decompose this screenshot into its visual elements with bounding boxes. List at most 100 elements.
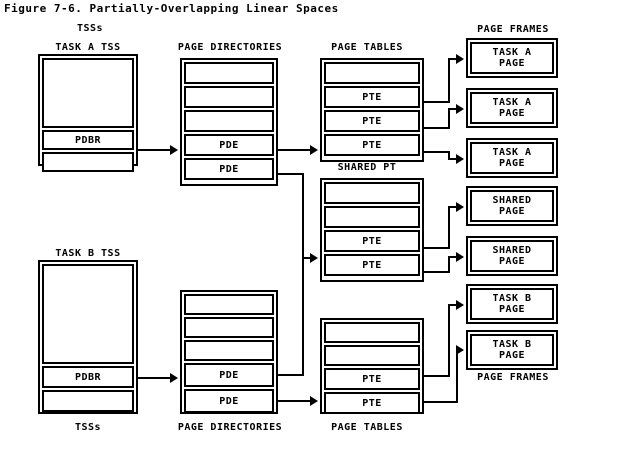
connector-pt-a-pte1-h2 (448, 108, 460, 110)
connector-trunk-to-shared-pt (302, 257, 312, 259)
page-frame-6-line2: PAGE (498, 350, 526, 361)
pd-b-pde-1[interactable]: PDE (184, 389, 274, 413)
task-b-tss-box: PDBR (38, 260, 138, 414)
task-a-tss-box: PDBR (38, 54, 138, 172)
connector-pt-b-pte1-h1 (424, 401, 458, 403)
connector-pt-a-pte2-h1 (424, 151, 450, 153)
connector-pt-a-pte2-v (448, 151, 450, 160)
label-page-tables-bottom: PAGE TABLES (331, 422, 403, 433)
arrowhead-pt-b-pte0 (456, 300, 464, 310)
connector-shared-pte1-h1 (424, 271, 450, 273)
connector-pt-b-pte0-h1 (424, 375, 450, 377)
label-tss-top: TSSs (76, 23, 104, 34)
label-page-frames-bottom: PAGE FRAMES (477, 372, 549, 383)
task-b-tss-pdbr[interactable]: PDBR (42, 366, 134, 388)
arrowhead-pt-a-pte1 (456, 104, 464, 114)
page-frame-5-line2: PAGE (498, 304, 526, 315)
arrowhead-pt-b-pte1 (456, 345, 464, 355)
page-frame-6-line1: TASK B (492, 338, 532, 350)
label-page-tables-top: PAGE TABLES (331, 42, 403, 53)
connector-pdbr-a-to-pd-a (138, 149, 172, 151)
page-frame-2-line1: TASK A (492, 146, 532, 158)
arrowhead-pt-a-pte2 (456, 154, 464, 164)
shared-pt-cell-0[interactable] (324, 182, 420, 204)
label-shared-pt: SHARED PT (337, 162, 397, 173)
task-a-tss-pdbr[interactable]: PDBR (42, 130, 134, 150)
label-task-b-tss: TASK B TSS (55, 248, 121, 259)
arrowhead-shared-pte0 (456, 202, 464, 212)
shared-pt-pte-0[interactable]: PTE (324, 230, 420, 252)
pd-a-pde-0[interactable]: PDE (184, 134, 274, 156)
page-frame-6[interactable]: TASK B PAGE (466, 330, 558, 370)
page-table-a-box: PTE PTE PTE (320, 58, 424, 162)
page-frame-1[interactable]: TASK A PAGE (466, 88, 558, 128)
page-frame-2[interactable]: TASK A PAGE (466, 138, 558, 178)
page-directory-b-box: PDE PDE (180, 290, 278, 414)
page-frame-2-line2: PAGE (498, 158, 526, 169)
connector-pd-b-pde1-to-pt-b (278, 400, 312, 402)
arrowhead-pd-a-pde0-to-pt-a (310, 145, 318, 155)
connector-pt-a-pte0-v (448, 58, 450, 103)
pt-b-pte-1[interactable]: PTE (324, 392, 420, 414)
connector-pd-a-pde1-to-trunk (278, 173, 304, 175)
connector-shared-pte1-h2 (448, 256, 460, 258)
connector-shared-pte1-v (448, 256, 450, 273)
pd-b-cell-1[interactable] (184, 317, 274, 338)
label-task-a-tss: TASK A TSS (55, 42, 121, 53)
page-frame-4[interactable]: SHARED PAGE (466, 236, 558, 276)
pt-a-pte-2[interactable]: PTE (324, 134, 420, 156)
task-b-tss-cell-0[interactable] (42, 264, 134, 364)
connector-pt-a-pte0-h2 (448, 58, 460, 60)
page-table-b-box: PTE PTE (320, 318, 424, 414)
pd-b-cell-0[interactable] (184, 294, 274, 315)
pd-a-cell-0[interactable] (184, 62, 274, 84)
pd-a-cell-1[interactable] (184, 86, 274, 108)
pd-a-cell-2[interactable] (184, 110, 274, 132)
page-frame-0[interactable]: TASK A PAGE (466, 38, 558, 78)
arrowhead-pdbr-a-to-pd-a (170, 145, 178, 155)
arrowhead-pt-a-pte0 (456, 54, 464, 64)
page-frame-5[interactable]: TASK B PAGE (466, 284, 558, 324)
pd-b-cell-2[interactable] (184, 340, 274, 361)
arrowhead-pd-b-pde1-to-pt-b (310, 396, 318, 406)
label-page-directories-top: PAGE DIRECTORIES (177, 42, 283, 53)
pt-b-cell-1[interactable] (324, 345, 420, 366)
connector-shared-pte0-v (448, 206, 450, 249)
page-directory-a-box: PDE PDE (180, 58, 278, 186)
arrowhead-trunk-to-shared-pt (310, 253, 318, 263)
task-a-tss-cell-0[interactable] (42, 58, 134, 128)
task-a-tss-cell-2[interactable] (42, 152, 134, 172)
connector-pt-a-pte0-h1 (424, 101, 450, 103)
pd-a-pde-1[interactable]: PDE (184, 158, 274, 180)
page-frame-3[interactable]: SHARED PAGE (466, 186, 558, 226)
connector-pt-a-pte2-h2 (448, 158, 460, 160)
page-frame-4-line2: PAGE (498, 256, 526, 267)
connector-pdbr-b-to-pd-b (138, 377, 172, 379)
arrowhead-pdbr-b-to-pd-b (170, 373, 178, 383)
figure-title: Figure 7-6. Partially-Overlapping Linear… (4, 2, 339, 15)
connector-shared-pte0-h2 (448, 206, 460, 208)
page-frame-5-line1: TASK B (492, 292, 532, 304)
label-tss-bottom: TSSs (74, 422, 102, 433)
page-frame-0-line1: TASK A (492, 46, 532, 58)
page-frame-3-line1: SHARED (492, 194, 532, 206)
pt-a-pte-0[interactable]: PTE (324, 86, 420, 108)
arrowhead-shared-pte1 (456, 252, 464, 262)
pt-b-cell-0[interactable] (324, 322, 420, 343)
shared-page-table-box: PTE PTE (320, 178, 424, 282)
shared-pt-pte-1[interactable]: PTE (324, 254, 420, 276)
task-b-tss-cell-2[interactable] (42, 390, 134, 412)
connector-pt-b-pte1-v (456, 350, 458, 403)
connector-pd-b-pde0-to-trunk (278, 374, 304, 376)
connector-shared-trunk-vertical (302, 173, 304, 374)
pt-a-pte-1[interactable]: PTE (324, 110, 420, 132)
pt-a-cell-0[interactable] (324, 62, 420, 84)
shared-pt-cell-1[interactable] (324, 206, 420, 228)
pt-b-pte-0[interactable]: PTE (324, 368, 420, 390)
pd-b-pde-0[interactable]: PDE (184, 363, 274, 387)
connector-pd-a-pde0-to-pt-a (278, 149, 312, 151)
connector-shared-pte0-h1 (424, 247, 450, 249)
label-page-frames-top: PAGE FRAMES (477, 24, 549, 35)
connector-pt-b-pte0-h2 (448, 304, 460, 306)
